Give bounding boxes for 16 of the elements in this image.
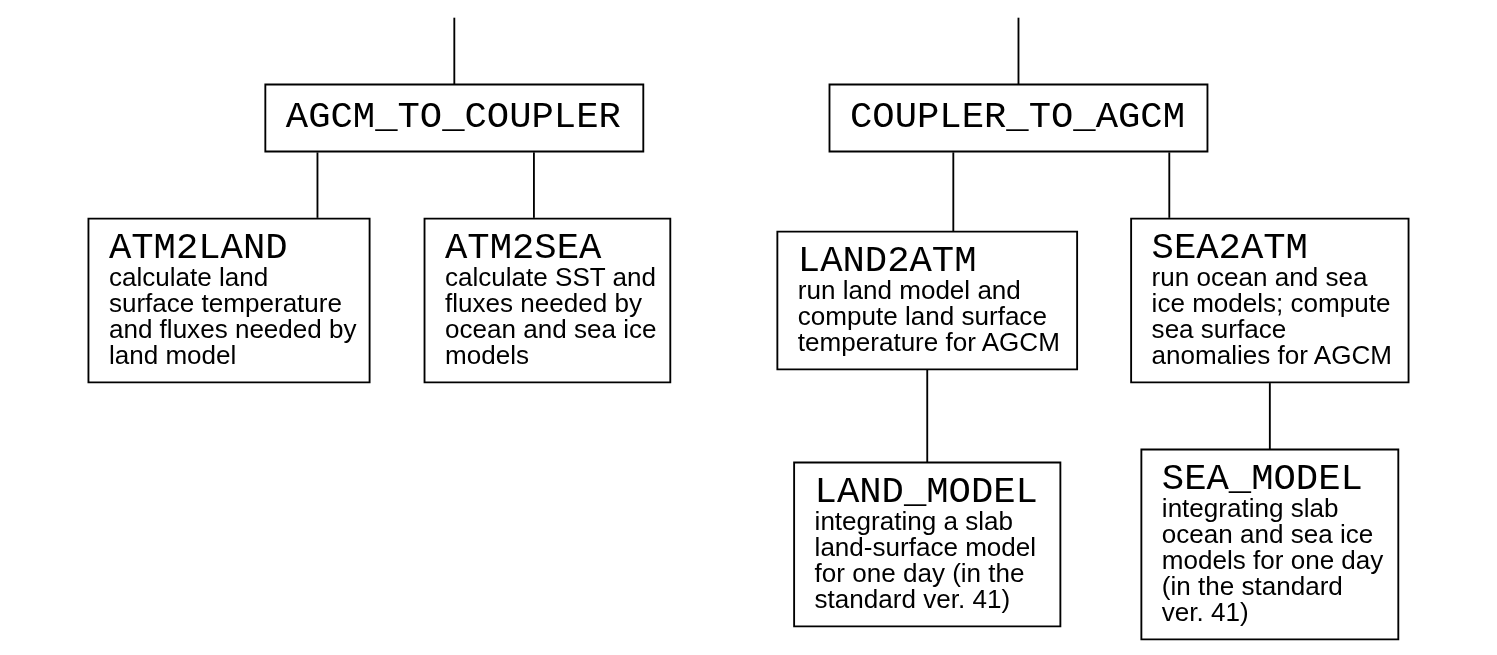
node-box: COUPLER_TO_AGCM (828, 83, 1209, 153)
connector (1017, 16, 1020, 85)
connector (926, 368, 929, 463)
node-box: ATM2LAND calculate land surface temperature and fluxes needed by land model (87, 217, 371, 384)
connector (1268, 382, 1271, 451)
connector (533, 151, 535, 219)
connector (453, 16, 456, 85)
node-box: SEA2ATM run ocean and sea ice models; compute sea surface anomalies for AGCM (1130, 217, 1410, 384)
node-box: SEA_MODEL integrating slab ocean and sea ice models for one day (in the standard ver. 41) (1140, 448, 1400, 641)
node-box: ATM2SEA calculate SST and fluxes needed by ocean and sea ice models (423, 217, 672, 384)
node-box: LAND_MODEL integrating a slab land-surface model for one day (in the standard ver. 41) (793, 461, 1062, 628)
connector (1168, 151, 1171, 219)
connector (316, 151, 319, 219)
connector (952, 151, 955, 233)
node-box: AGCM_TO_COUPLER (264, 83, 645, 153)
node-box: LAND2ATM run land model and compute land surface temperature for AGCM (776, 230, 1079, 371)
